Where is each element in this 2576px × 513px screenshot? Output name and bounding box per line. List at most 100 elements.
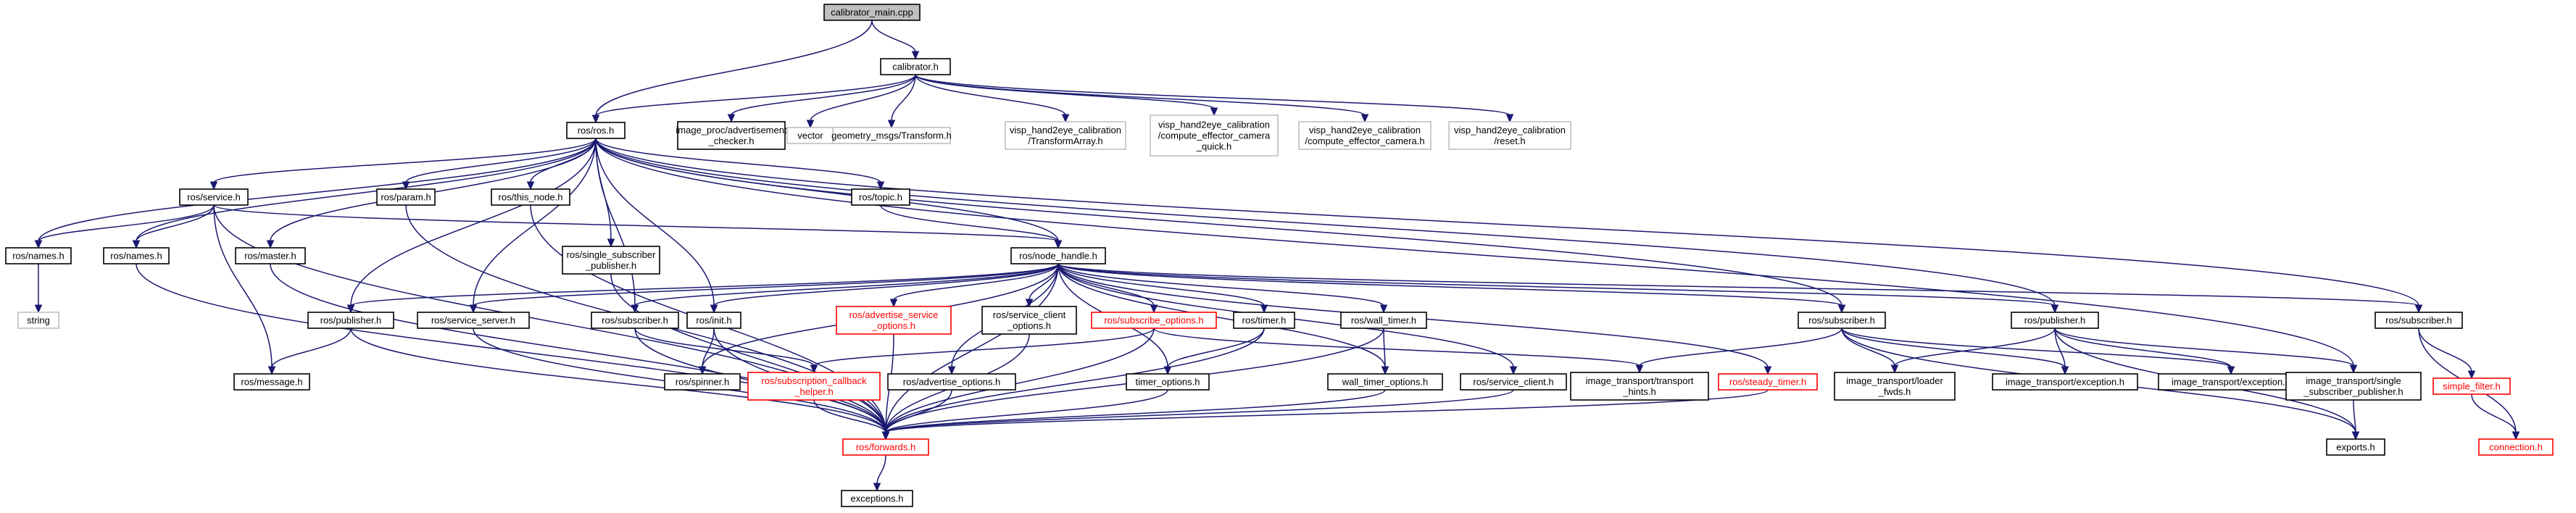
edge-ros_node_handle-to-mf_subscriber <box>1058 263 2423 314</box>
edge-ros_ros-to-it_publisher <box>595 138 2059 314</box>
node-it-exception2[interactable]: image_transport/exception.h <box>2158 373 2304 391</box>
node-simple-filter[interactable]: simple_filter.h <box>2432 378 2511 395</box>
edge-ros_names2-to-ros_forwards <box>136 263 890 441</box>
node-label: /TransformArray.h <box>1028 135 1102 146</box>
node-visp-reset[interactable]: visp_hand2eye_calibration/reset.h <box>1448 121 1571 150</box>
edge-ros_service-to-ros_names2 <box>132 204 215 249</box>
node-visp-ta[interactable]: visp_hand2eye_calibration/TransformArray… <box>1005 121 1126 150</box>
node-ros-master[interactable]: ros/master.h <box>235 247 306 264</box>
node-label: ros/subscription_callback <box>761 375 867 386</box>
node-visp-ce[interactable]: visp_hand2eye_calibration/compute_effect… <box>1298 121 1432 150</box>
edge-ros_ros-to-ros_service <box>209 138 597 191</box>
node-label: ros/service_client.h <box>1473 377 1553 388</box>
node-label: timer_options.h <box>1136 377 1200 388</box>
node-ros-subscriber[interactable]: ros/subscriber.h <box>591 312 679 329</box>
node-exports[interactable]: exports.h <box>2326 438 2385 456</box>
edge-ros_node_handle-to-it_subscriber <box>1058 263 1846 314</box>
node-wall-timer-options[interactable]: wall_timer_options.h <box>1327 373 1443 391</box>
node-ros-sub-opt[interactable]: ros/subscribe_options.h <box>1091 312 1217 329</box>
node-ros-adv-opt[interactable]: ros/advertise_options.h <box>887 373 1016 391</box>
node-exceptions[interactable]: exceptions.h <box>841 490 913 507</box>
edge-calibrator_main-to-calibrator <box>871 20 920 60</box>
node-label: connection.h <box>2489 442 2543 453</box>
node-ros-message[interactable]: ros/message.h <box>233 373 310 391</box>
node-label: image_transport/transport <box>1586 375 1694 386</box>
edge-it_single_sub_pub-to-exports <box>2351 399 2360 441</box>
node-label: /compute_effector_camera <box>1158 130 1271 141</box>
node-ros-adv-srv-opt[interactable]: ros/advertise_service_options.h <box>836 306 952 335</box>
node-it-single-sub-pub[interactable]: image_transport/single_subscriber_publis… <box>2285 372 2422 401</box>
node-ros-service-client[interactable]: ros/service_client.h <box>1460 373 1567 391</box>
node-visp-ceq[interactable]: visp_hand2eye_calibration/compute_effect… <box>1150 114 1279 157</box>
node-label: image_transport/single <box>2306 375 2401 386</box>
node-label: ros/publisher.h <box>2024 315 2086 326</box>
node-ros-this-node[interactable]: ros/this_node.h <box>491 188 570 206</box>
node-ros-spinner[interactable]: ros/spinner.h <box>664 373 741 391</box>
node-ros-service[interactable]: ros/service.h <box>179 188 249 206</box>
node-calibrator[interactable]: calibrator.h <box>880 58 951 75</box>
node-vector[interactable]: vector <box>786 127 834 144</box>
node-label: _hints.h <box>1622 386 1656 397</box>
node-calibrator-main[interactable]: calibrator_main.cpp <box>823 4 921 21</box>
edge-ros_node_handle-to-it_publisher <box>1058 263 2059 314</box>
node-ros-names2[interactable]: ros/names.h <box>103 247 170 264</box>
node-ros-node-handle[interactable]: ros/node_handle.h <box>1010 247 1106 264</box>
node-ros-ros[interactable]: ros/ros.h <box>566 122 626 139</box>
node-ros-topic[interactable]: ros/topic.h <box>851 188 910 206</box>
node-label: ros/subscribe_options.h <box>1104 315 1203 326</box>
edge-calibrator-to-visp_ceq <box>915 74 1218 117</box>
edge-calibrator-to-visp_ta <box>915 74 1070 123</box>
edge-ros_ros-to-ros_param <box>402 138 597 191</box>
edge-ros_node_handle-to-ros_subscriber <box>631 263 1059 314</box>
node-it-loader-fwds[interactable]: image_transport/loader_fwds.h <box>1834 372 1956 401</box>
edge-ros_node_handle-to-ros_adv_srv_opt <box>889 263 1059 308</box>
edge-ros_ros-to-ros_topic <box>595 138 885 191</box>
node-label: string <box>27 315 50 326</box>
node-ros-init[interactable]: ros/init.h <box>686 312 741 329</box>
node-label: ros/service_server.h <box>431 315 515 326</box>
node-label: ros/ros.h <box>578 125 615 136</box>
node-ros-srv-client-opt[interactable]: ros/service_client_options.h <box>981 306 1077 335</box>
node-ros-forwards[interactable]: ros/forwards.h <box>842 438 929 456</box>
node-ros-single-sub-pub[interactable]: ros/single_subscriber_publisher.h <box>562 246 660 275</box>
edge-calibrator-to-visp_ce <box>915 74 1369 123</box>
edge-it_subscriber-to-it_exception1 <box>1841 328 2069 375</box>
edge-ros_service_client-to-ros_forwards <box>881 389 1514 441</box>
node-ros-service-server[interactable]: ros/service_server.h <box>417 312 530 329</box>
node-connection[interactable]: connection.h <box>2478 438 2554 456</box>
edge-ros_node_handle-to-ros_wall_timer <box>1058 263 1388 314</box>
node-label: vector <box>797 130 823 141</box>
node-label: ros/advertise_service <box>849 309 939 320</box>
node-it-publisher[interactable]: ros/publisher.h <box>2011 312 2099 329</box>
node-it-subscriber[interactable]: ros/subscriber.h <box>1798 312 1886 329</box>
node-label: _helper.h <box>794 386 834 397</box>
node-label: ros/names.h <box>12 251 65 262</box>
node-mf-subscriber[interactable]: ros/subscriber.h <box>2375 312 2463 329</box>
node-it-transport-hints[interactable]: image_transport/transport_hints.h <box>1570 372 1709 401</box>
edge-ros_steady_timer-to-ros_forwards <box>881 389 1769 441</box>
node-label: ros/master.h <box>244 251 296 262</box>
edge-it_publisher-to-it_loader_fwds <box>1890 328 2056 374</box>
node-label: _quick.h <box>1196 141 1231 152</box>
node-label: ros/service.h <box>187 192 241 203</box>
node-label: _options.h <box>1007 320 1051 331</box>
dependency-nodes: calibrator_main.cpp calibrator.h ros/ros.h… <box>5 4 2554 507</box>
node-ros-timer[interactable]: ros/timer.h <box>1233 312 1295 329</box>
node-label: wall_timer_options.h <box>1342 377 1429 388</box>
node-ros-steady-timer[interactable]: ros/steady_timer.h <box>1718 373 1818 391</box>
node-timer-options[interactable]: timer_options.h <box>1126 373 1210 391</box>
edge-ros_sub_opt-to-it_transport_hints <box>1153 328 1644 374</box>
node-ros-param[interactable]: ros/param.h <box>376 188 436 206</box>
node-ros-sub-cb-helper[interactable]: ros/subscription_callback_helper.h <box>747 372 881 401</box>
node-it-exception1[interactable]: image_transport/exception.h <box>1992 373 2138 391</box>
node-ros-names1[interactable]: ros/names.h <box>5 247 72 264</box>
node-label: ros/names.h <box>110 251 162 262</box>
node-adv-checker[interactable]: image_proc/advertisement_checker.h <box>676 121 787 150</box>
node-ros-wall-timer[interactable]: ros/wall_timer.h <box>1340 312 1427 329</box>
node-ros-publisher[interactable]: ros/publisher.h <box>307 312 394 329</box>
node-label: ros/service_client <box>993 309 1066 320</box>
node-geom[interactable]: geometry_msgs/Transform.h <box>831 127 952 144</box>
node-string[interactable]: string <box>17 312 59 329</box>
edge-ros_service-to-ros_names1 <box>34 204 215 249</box>
node-label: ros/forwards.h <box>856 442 915 453</box>
